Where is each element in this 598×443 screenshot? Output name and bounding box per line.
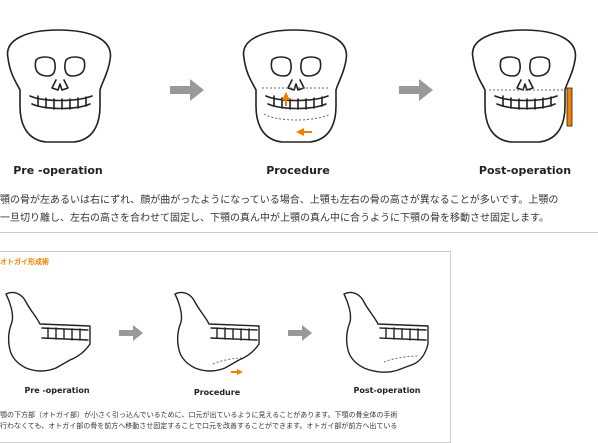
genioplasty-section-title: オトガイ形成術 bbox=[0, 258, 49, 266]
up-arrow-icon bbox=[282, 92, 290, 106]
jaw-pre-operation-image bbox=[0, 288, 96, 376]
asymmetry-description-line-2: 一旦切り離し、左右の高さを合わせて固定し、下顎の真ん中が上顎の真ん中に合うように… bbox=[0, 213, 549, 224]
jaw-post-operation-image bbox=[338, 288, 434, 376]
right-arrow-icon bbox=[170, 79, 204, 101]
jaw-procedure-image bbox=[169, 288, 265, 376]
genioplasty-procedure-label: Procedure bbox=[193, 388, 241, 397]
right-arrow-icon bbox=[288, 325, 312, 341]
genioplasty-description-line-1: 顎の下方部（オトガイ部）が小さく引っ込んでいるために、口元が出ているように見える… bbox=[0, 411, 398, 419]
genioplasty-description-line-2: 行わなくても、オトガイ部の骨を前方へ移動させ固定することで口元を改善することがで… bbox=[0, 422, 398, 430]
skull-front-icon bbox=[6, 29, 112, 143]
jaw-side-icon bbox=[343, 291, 429, 373]
skull-front-icon bbox=[471, 29, 577, 143]
jaw-side-icon bbox=[174, 291, 260, 375]
asymmetry-description-line-1: 顎の骨が左あるいは右にずれ、顔が曲がったようになっている場合、上顎も左右の骨の高… bbox=[0, 195, 559, 206]
genioplasty-pre-operation-label: Pre -operation bbox=[24, 386, 90, 395]
fixation-plate-icon bbox=[566, 87, 573, 127]
right-arrow-icon bbox=[399, 79, 433, 101]
skull-procedure-image bbox=[236, 29, 356, 160]
post-operation-label: Post-operation bbox=[478, 164, 572, 177]
pre-operation-label: Pre -operation bbox=[13, 164, 103, 177]
procedure-label: Procedure bbox=[266, 164, 330, 177]
skull-front-icon bbox=[242, 29, 348, 143]
section-divider bbox=[0, 232, 598, 233]
skull-pre-operation-image bbox=[0, 29, 120, 160]
genioplasty-section bbox=[0, 251, 451, 443]
skull-post-operation-image bbox=[465, 29, 585, 160]
genioplasty-post-operation-label: Post-operation bbox=[353, 386, 421, 395]
left-arrow-icon bbox=[296, 128, 312, 136]
jaw-side-icon bbox=[5, 291, 91, 372]
forward-arrow-icon bbox=[231, 369, 243, 375]
right-arrow-icon bbox=[119, 325, 143, 341]
